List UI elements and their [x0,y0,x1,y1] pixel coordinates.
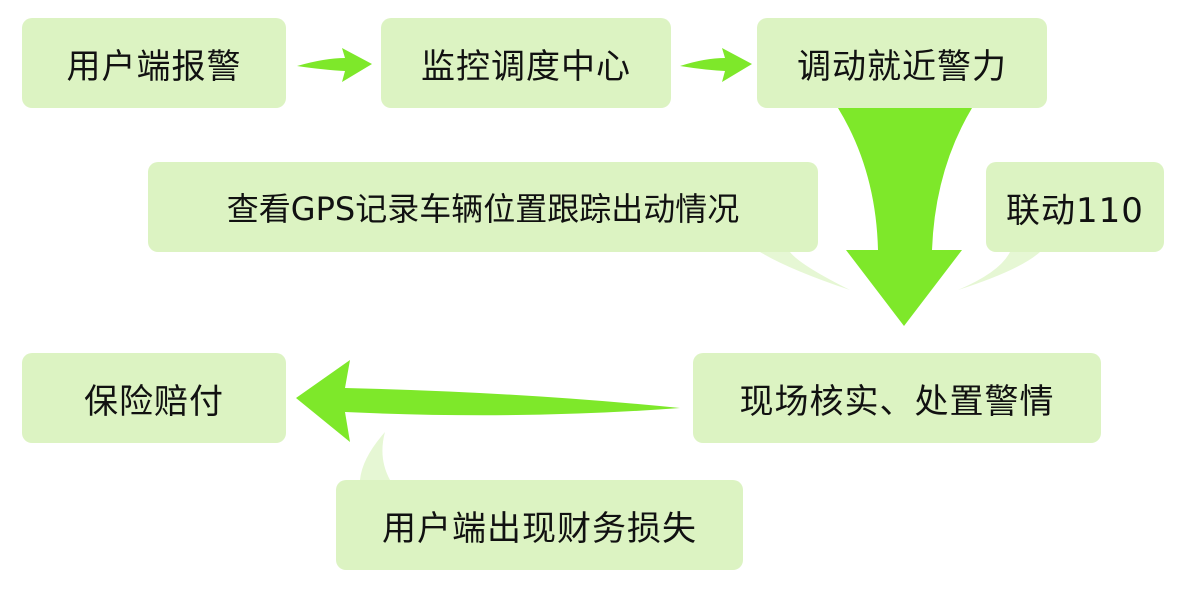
node-insurance-payout-label: 保险赔付 [84,381,224,422]
node-user-alarm-label: 用户端报警 [66,46,242,87]
note-link-110-label: 联动110 [1006,190,1144,231]
node-monitoring-center-label: 监控调度中心 [421,46,631,87]
arrow-report-to-monitor [297,48,372,82]
loss-bubble-tail [360,432,390,480]
node-onsite-verification: 现场核实、处置警情 [693,353,1101,443]
note-financial-loss-label: 用户端出现财务损失 [382,508,697,549]
gps-bubble-tail [760,252,850,290]
note-link-110: 联动110 [986,162,1164,252]
node-monitoring-center: 监控调度中心 [381,18,671,108]
arrow-monitor-to-dispatch [680,48,752,82]
node-user-alarm: 用户端报警 [22,18,286,108]
link110-bubble-tail [958,252,1040,290]
note-financial-loss: 用户端出现财务损失 [336,480,743,570]
node-dispatch-police: 调动就近警力 [757,18,1047,108]
arrow-verify-to-insurance [296,360,680,442]
note-gps-tracking-label: 查看GPS记录车辆位置跟踪出动情况 [226,190,740,228]
arrow-dispatch-to-verify [838,108,972,326]
node-dispatch-police-label: 调动就近警力 [797,46,1007,87]
node-onsite-verification-label: 现场核实、处置警情 [739,381,1055,422]
note-gps-tracking: 查看GPS记录车辆位置跟踪出动情况 [148,162,818,252]
node-insurance-payout: 保险赔付 [22,353,286,443]
